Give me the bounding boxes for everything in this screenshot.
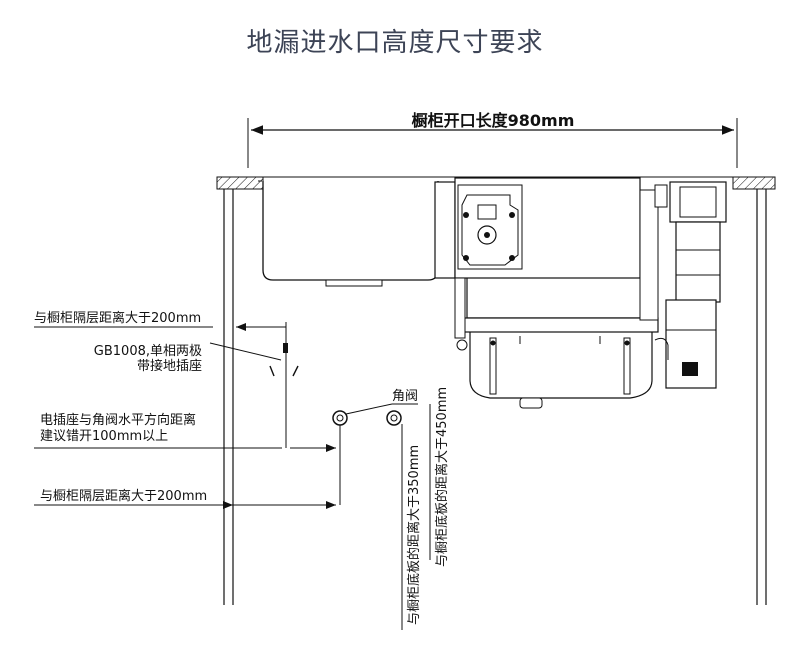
page-title: 地漏进水口高度尺寸要求 <box>246 28 544 58</box>
horizontal-offset-dimension <box>34 425 341 505</box>
angle-valve-icon <box>332 403 418 426</box>
horizontal-offset-label-line2: 建议错开100mm以上 <box>40 429 168 444</box>
cabinet-opening-label: 橱柜开口长度980mm <box>412 111 575 130</box>
motor-unit <box>654 181 727 389</box>
socket-icon <box>209 342 299 377</box>
cabinet-right-wall <box>756 189 767 605</box>
shelf-bottom-label: 与橱柜隔层距离大于200mm <box>40 488 207 504</box>
sink-basin <box>258 180 439 287</box>
horizontal-offset-label-line1: 电插座与角阀水平方向距离 <box>40 412 196 428</box>
cabinet-opening-dimension <box>247 118 738 168</box>
socket-label-line2: 带接地插座 <box>137 358 202 374</box>
shelf-top-label: 与橱柜隔层距离大于200mm <box>34 310 201 326</box>
height-350-label: 与橱柜底板的距离大于350mm <box>406 445 422 625</box>
angle-valve-label: 角阀 <box>392 389 418 404</box>
height-450-label: 与橱柜底板的距离大于450mm <box>434 387 450 567</box>
cabinet-left-wall <box>223 189 234 605</box>
socket-label-line1: GB1008,单相两极 <box>94 344 202 359</box>
disposer-unit <box>434 177 668 409</box>
